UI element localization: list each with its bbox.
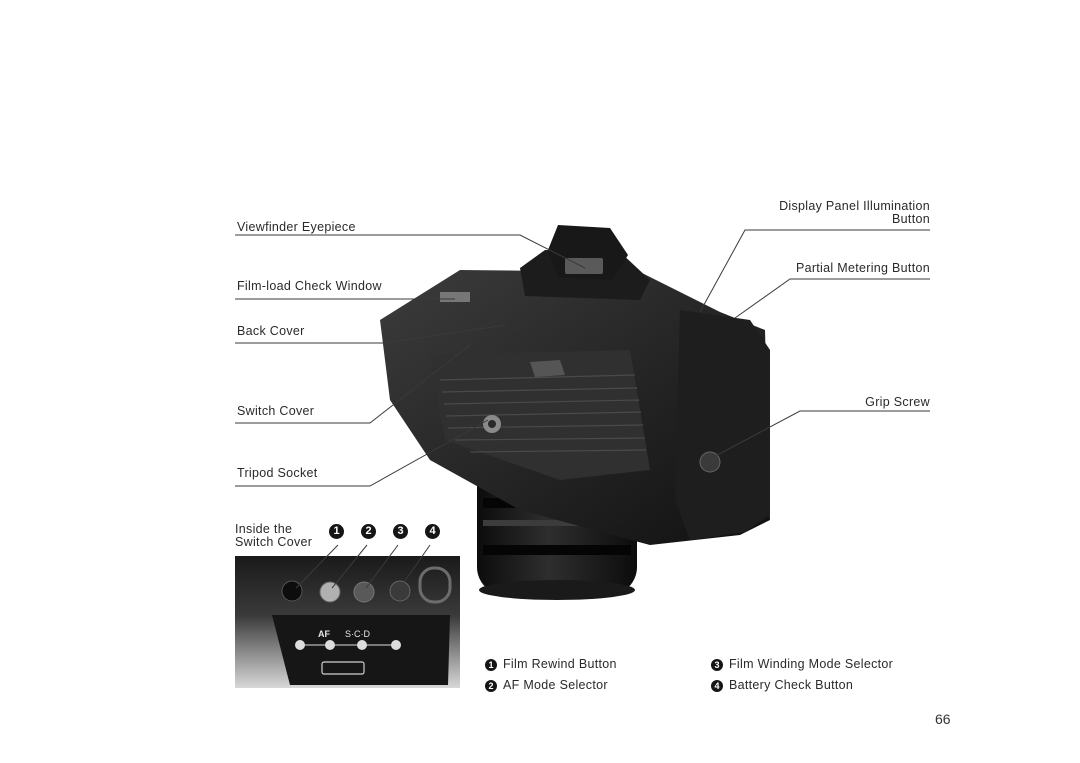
label-display-panel-illumination: Display Panel Illumination <box>779 199 930 213</box>
callout-number-4: 4 <box>425 524 440 539</box>
page-number: 66 <box>935 711 951 727</box>
label-back-cover: Back Cover <box>237 324 305 338</box>
callout-number-1: 1 <box>329 524 344 539</box>
legend-number-2: 2 <box>485 680 497 692</box>
label-partial-metering-button: Partial Metering Button <box>795 261 930 275</box>
leader-lines <box>235 229 930 589</box>
switch-cover-inset: AF S·C·D <box>235 556 460 688</box>
label-switch-cover: Switch Cover <box>237 404 315 418</box>
callout-number-3: 3 <box>393 524 408 539</box>
legend-item-battery-check: Battery Check Button <box>729 678 854 692</box>
legend-item-film-rewind: Film Rewind Button <box>503 657 617 671</box>
label-tripod-socket: Tripod Socket <box>237 466 318 480</box>
legend-item-film-winding: Film Winding Mode Selector <box>729 657 894 671</box>
label-display-panel-button: Button <box>892 212 930 226</box>
panel-af-mark: AF <box>318 629 330 639</box>
label-inside-switch-cover: Switch Cover <box>235 535 313 549</box>
legend-number-1: 1 <box>485 659 497 671</box>
label-film-load-check-window: Film-load Check Window <box>237 279 382 293</box>
callout-number-2: 2 <box>361 524 376 539</box>
label-viewfinder-eyepiece: Viewfinder Eyepiece <box>237 220 356 234</box>
label-grip-screw: Grip Screw <box>865 395 930 409</box>
legend-number-4: 4 <box>711 680 723 692</box>
label-inside-the: Inside the <box>235 522 293 536</box>
legend-number-3: 3 <box>711 659 723 671</box>
panel-mode-mark: S·C·D <box>345 629 370 639</box>
legend-item-af-mode: AF Mode Selector <box>503 678 608 692</box>
camera-illustration <box>380 225 770 600</box>
